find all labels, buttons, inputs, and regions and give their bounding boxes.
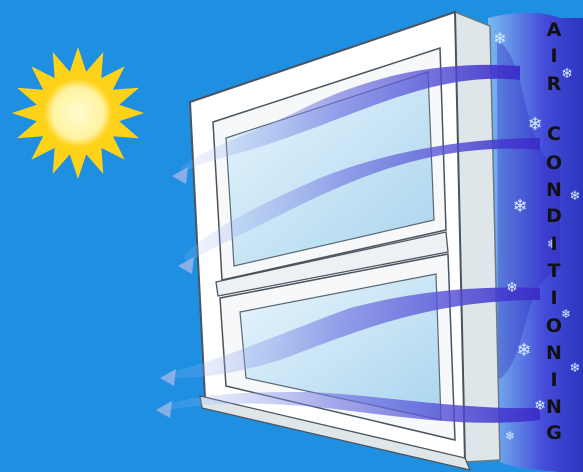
airflow-arrowhead-icon bbox=[160, 369, 176, 386]
snowflake-icon: ❄ bbox=[493, 29, 506, 48]
air-conditioning-letter: A bbox=[547, 19, 562, 41]
air-conditioning-letter: G bbox=[546, 422, 562, 444]
air-conditioning-letter: I bbox=[550, 45, 557, 67]
air-conditioning-letter: I bbox=[550, 233, 557, 255]
air-conditioning-letter: I bbox=[550, 369, 557, 391]
air-conditioning-letter: O bbox=[546, 152, 562, 174]
sun-core bbox=[44, 79, 112, 147]
snowflake-icon: ❄ bbox=[505, 429, 515, 443]
air-conditioning-letter: I bbox=[550, 287, 557, 309]
snowflake-icon: ❄ bbox=[534, 398, 546, 414]
snowflake-icon: ❄ bbox=[561, 66, 573, 82]
snowflake-icon: ❄ bbox=[570, 361, 581, 376]
air-conditioning-letter: R bbox=[547, 73, 562, 95]
airflow-arrowhead-icon bbox=[178, 257, 194, 274]
snowflake-icon: ❄ bbox=[570, 189, 581, 204]
air-conditioning-letter: C bbox=[547, 123, 561, 145]
air-conditioning-letter: N bbox=[546, 342, 562, 364]
snowflake-icon: ❄ bbox=[512, 196, 527, 217]
air-conditioning-letter: N bbox=[546, 179, 562, 201]
air-conditioning-letter: T bbox=[548, 260, 561, 282]
snowflake-icon: ❄ bbox=[506, 280, 518, 296]
snowflake-icon: ❄ bbox=[527, 114, 542, 135]
snowflake-icon: ❄ bbox=[516, 340, 531, 361]
snowflake-icon: ❄ bbox=[561, 307, 571, 321]
airflow-arrowhead-icon bbox=[172, 167, 188, 184]
air-conditioning-letter: D bbox=[546, 205, 562, 227]
air-conditioning-letter: N bbox=[546, 396, 562, 418]
airflow-arrowhead-icon bbox=[156, 401, 172, 418]
sun-icon bbox=[12, 47, 144, 179]
air-conditioning-letter: O bbox=[546, 315, 562, 337]
